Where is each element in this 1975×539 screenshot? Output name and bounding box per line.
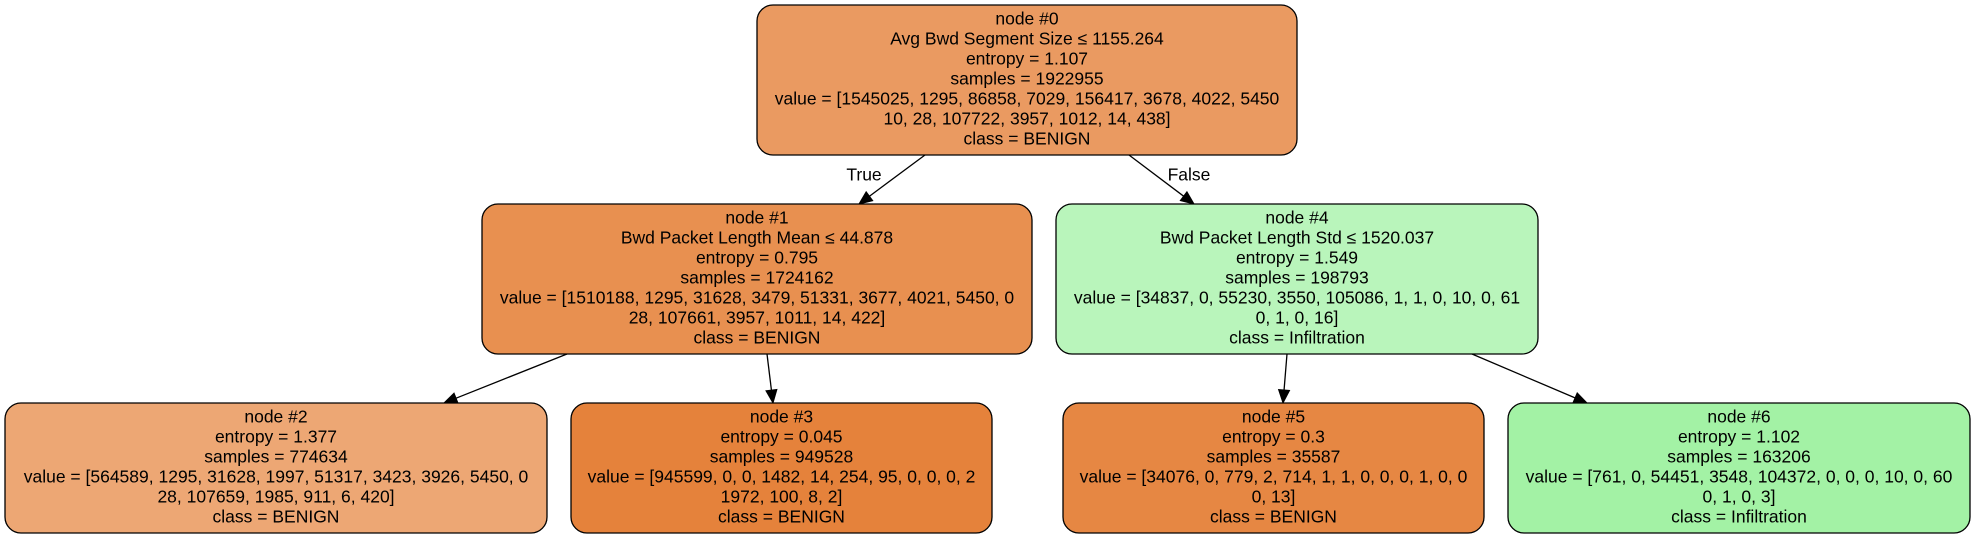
node-text-line: entropy = 0.795 — [696, 248, 818, 268]
node-text-line: 0, 1, 0, 16] — [1256, 308, 1339, 328]
arrow-head-icon — [1277, 389, 1291, 405]
node-text-line: class = BENIGN — [964, 129, 1091, 149]
node-text-line: Bwd Packet Length Std ≤ 1520.037 — [1160, 228, 1434, 248]
node-text-line: class = BENIGN — [694, 328, 821, 348]
node-text-line: value = [34076, 0, 779, 2, 714, 1, 1, 0,… — [1080, 467, 1468, 487]
node-box — [481, 203, 1033, 355]
node-text-line: 1972, 100, 8, 2] — [721, 487, 843, 507]
node-box — [4, 402, 548, 534]
node-text-line: class = BENIGN — [213, 507, 340, 527]
node-text-line: node #2 — [244, 407, 307, 427]
node-text-line: value = [945599, 0, 0, 1482, 14, 254, 95… — [588, 467, 976, 487]
node-text-line: entropy = 1.107 — [966, 49, 1088, 69]
node-text-line: class = BENIGN — [718, 507, 845, 527]
edge-line — [1471, 353, 1576, 399]
edge-n0-to-n4: False — [1128, 154, 1211, 205]
edge-n4-to-n5 — [1277, 353, 1291, 405]
node-text-line: Avg Bwd Segment Size ≤ 1155.264 — [890, 29, 1164, 49]
node-text-line: 28, 107661, 3957, 1011, 14, 422] — [629, 308, 886, 328]
node-text-line: samples = 1724162 — [680, 268, 833, 288]
node-text-line: entropy = 1.102 — [1678, 427, 1800, 447]
edge-n0-to-n1: True — [846, 154, 926, 205]
node-text-line: node #0 — [995, 9, 1059, 29]
edge-line — [869, 154, 926, 197]
arrow-head-icon — [1572, 391, 1589, 404]
node-text-line: entropy = 0.045 — [720, 427, 842, 447]
node-text-line: 0, 1, 0, 3] — [1703, 487, 1776, 507]
edge-n1-to-n2 — [442, 353, 568, 404]
node-text-line: entropy = 1.549 — [1236, 248, 1358, 268]
edge-line — [455, 353, 568, 399]
node-text-line: entropy = 1.377 — [215, 427, 337, 447]
node-text-line: samples = 774634 — [204, 447, 348, 467]
node-text-line: samples = 949528 — [710, 447, 854, 467]
node-text-line: value = [564589, 1295, 31628, 1997, 5131… — [24, 467, 529, 487]
node-text-line: value = [34837, 0, 55230, 3550, 105086, … — [1074, 288, 1520, 308]
node-box — [1055, 203, 1539, 355]
node-text-line: class = Infiltration — [1671, 507, 1807, 527]
node-box — [756, 4, 1298, 156]
node-text-line: node #3 — [750, 407, 813, 427]
edge-n1-to-n3 — [765, 353, 778, 405]
arrow-head-icon — [1179, 190, 1196, 205]
node-text-line: class = Infiltration — [1229, 328, 1365, 348]
node-text-line: samples = 35587 — [1207, 447, 1341, 467]
node-text-line: Bwd Packet Length Mean ≤ 44.878 — [621, 228, 893, 248]
edge-line — [766, 353, 773, 391]
node-text-line: class = BENIGN — [1210, 507, 1337, 527]
node-box — [1062, 402, 1485, 534]
node-box — [1507, 402, 1971, 534]
node-text-line: samples = 163206 — [1667, 447, 1811, 467]
node-text-line: node #4 — [1265, 208, 1329, 228]
edge-label-false: False — [1168, 165, 1211, 185]
node-text-line: entropy = 0.3 — [1222, 427, 1325, 447]
edge-line — [1283, 353, 1288, 391]
node-text-line: 28, 107659, 1985, 911, 6, 420] — [157, 487, 394, 507]
node-text-line: value = [761, 0, 54451, 3548, 104372, 0,… — [1526, 467, 1953, 487]
arrow-head-icon — [765, 388, 778, 405]
node-text-line: node #5 — [1242, 407, 1305, 427]
node-text-line: samples = 198793 — [1225, 268, 1369, 288]
edge-label-true: True — [846, 165, 881, 185]
arrow-head-icon — [857, 190, 874, 205]
node-box — [570, 402, 993, 534]
node-text-line: value = [1545025, 1295, 86858, 7029, 156… — [775, 89, 1280, 109]
node-text-line: samples = 1922955 — [950, 69, 1103, 89]
node-text-line: 0, 13] — [1252, 487, 1296, 507]
node-text-line: value = [1510188, 1295, 31628, 3479, 513… — [500, 288, 1015, 308]
edge-line — [1128, 154, 1185, 197]
arrow-head-icon — [442, 392, 459, 404]
node-text-line: 10, 28, 107722, 3957, 1012, 14, 438] — [883, 109, 1170, 129]
node-text-line: node #1 — [725, 208, 788, 228]
node-text-line: node #6 — [1707, 407, 1770, 427]
edge-n4-to-n6 — [1471, 353, 1589, 404]
